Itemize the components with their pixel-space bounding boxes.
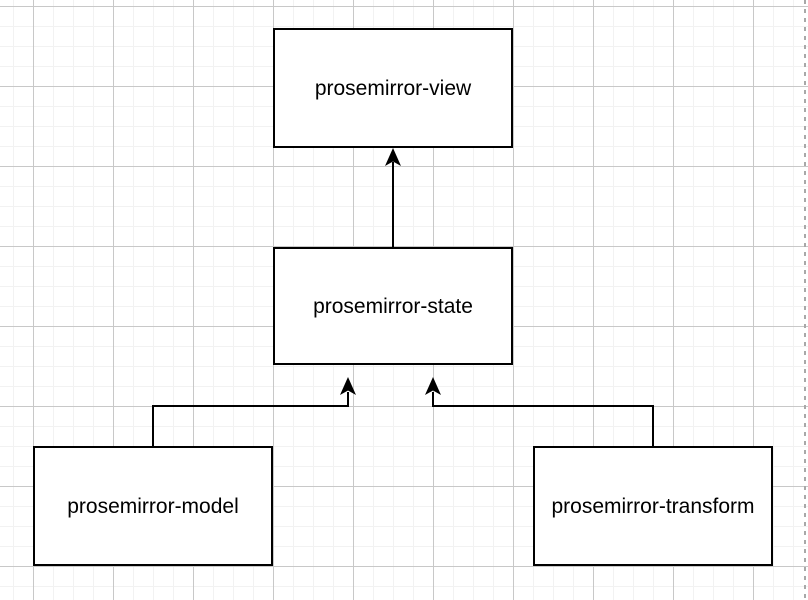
node-prosemirror-state[interactable]: prosemirror-state: [273, 247, 513, 365]
arrowhead-up-icon: [340, 377, 356, 395]
node-prosemirror-transform[interactable]: prosemirror-transform: [533, 446, 773, 566]
node-label: prosemirror-state: [313, 294, 473, 318]
page-boundary-dashed-line: [804, 0, 806, 600]
arrowhead-up-icon: [425, 377, 441, 395]
node-label: prosemirror-model: [67, 494, 239, 518]
arrowhead-up-icon: [385, 148, 401, 166]
node-prosemirror-view[interactable]: prosemirror-view: [273, 28, 513, 148]
edge-transform-to-state[interactable]: [425, 377, 654, 446]
edge-state-to-view[interactable]: [385, 148, 401, 247]
node-prosemirror-model[interactable]: prosemirror-model: [33, 446, 273, 566]
node-label: prosemirror-view: [314, 76, 472, 100]
edge-line[interactable]: [152, 392, 349, 446]
edge-model-to-state[interactable]: [152, 377, 356, 446]
node-label: prosemirror-transform: [551, 494, 755, 518]
edge-line[interactable]: [432, 392, 654, 446]
